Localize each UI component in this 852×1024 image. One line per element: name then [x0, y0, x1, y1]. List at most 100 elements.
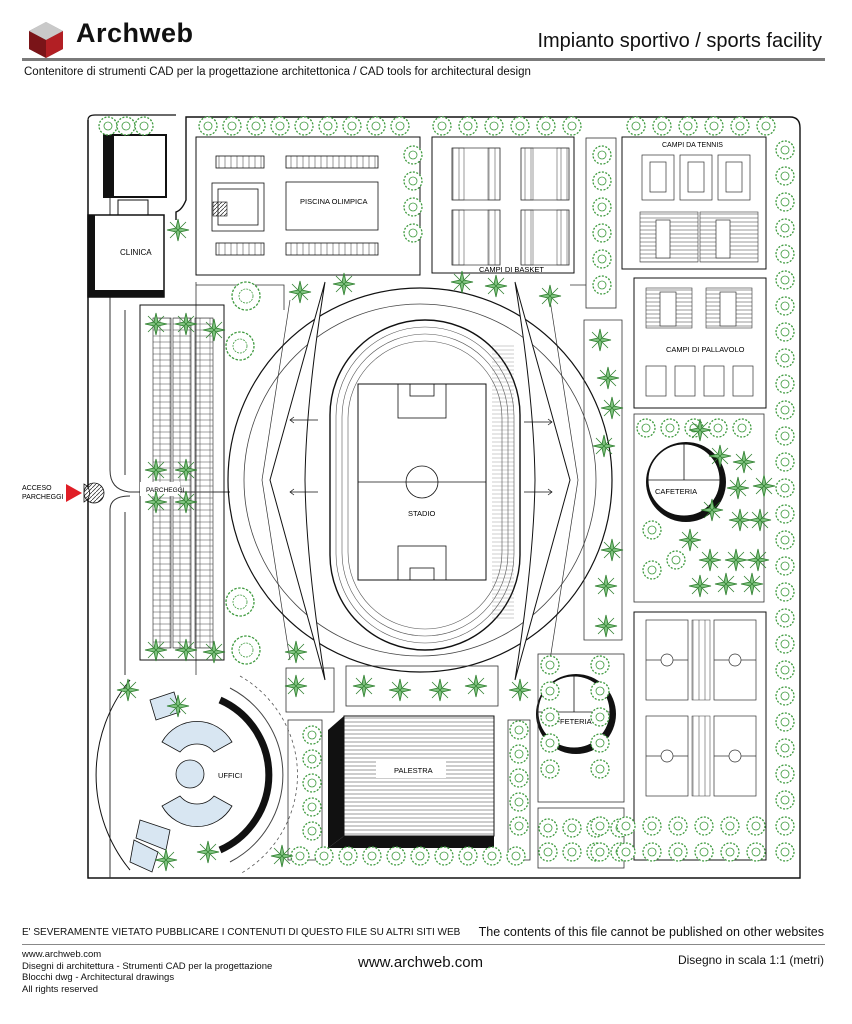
tree-icon: [668, 816, 688, 836]
palm-tree-icon: [752, 474, 776, 498]
tree-icon: [318, 116, 338, 136]
basket-label: CAMPI DI BASKET: [479, 265, 544, 274]
tree-icon: [756, 116, 776, 136]
palm-tree-icon: [428, 678, 452, 702]
palm-tree-icon: [174, 458, 198, 482]
footer-website-link[interactable]: www.archweb.com: [358, 954, 484, 971]
tree-icon: [775, 790, 795, 810]
uffici-building: UFFICI: [95, 675, 298, 875]
tree-icon: [536, 116, 556, 136]
tree-icon: [592, 275, 612, 295]
tree-icon: [590, 707, 610, 727]
tree-icon: [592, 197, 612, 217]
tree-icon: [540, 707, 560, 727]
palm-tree-icon: [592, 434, 616, 458]
tree-icon: [775, 556, 795, 576]
tree-icon: [732, 418, 752, 438]
tree-icon: [540, 681, 560, 701]
tree-icon: [562, 842, 582, 862]
header-divider: [22, 58, 825, 61]
palm-tree-icon: [596, 366, 620, 390]
palm-tree-icon: [588, 328, 612, 352]
palm-tree-icon: [388, 678, 412, 702]
tree-icon: [775, 478, 795, 498]
palm-tree-icon: [270, 844, 294, 868]
palm-tree-icon: [714, 572, 738, 596]
tree-icon: [302, 725, 322, 745]
tree-icon: [616, 816, 636, 836]
footer-credits: www.archweb.com Disegni di architettura …: [22, 949, 272, 995]
access-arrow-icon: [66, 484, 82, 502]
footer-line: Disegni di architettura - Strumenti CAD …: [22, 960, 273, 972]
footer-line: All rights reserved: [22, 983, 99, 995]
footer-line: Blocchi dwg - Architectural drawings: [22, 972, 175, 983]
palm-tree-icon: [678, 528, 702, 552]
palm-tree-icon: [288, 280, 312, 304]
footer-warning-it: E' SEVERAMENTE VIETATO PUBBLICARE I CONT…: [22, 927, 461, 938]
tree-icon: [775, 582, 795, 602]
tree-icon: [509, 792, 529, 812]
tree-icon: [775, 712, 795, 732]
stadio-label: STADIO: [408, 509, 436, 518]
acceso-label-2: PARCHEGGI: [22, 494, 64, 501]
tree-icon: [484, 116, 504, 136]
palm-tree-icon: [594, 614, 618, 638]
palm-tree-icon: [698, 548, 722, 572]
tree-icon: [302, 749, 322, 769]
tree-icon: [590, 759, 610, 779]
tree-icon: [666, 550, 686, 570]
tree-icon: [302, 821, 322, 841]
tree-icon: [775, 348, 795, 368]
palm-tree-icon: [538, 284, 562, 308]
cafeteria-label: CAFETERIA: [655, 487, 697, 496]
tree-icon: [410, 846, 430, 866]
tree-icon: [642, 816, 662, 836]
tree-icon: [775, 322, 795, 342]
tree-icon: [592, 223, 612, 243]
tree-icon: [510, 116, 530, 136]
page-title: Impianto sportivo / sports facility: [537, 30, 822, 52]
palm-tree-icon: [726, 476, 750, 500]
tree-icon: [403, 171, 423, 191]
tree-icon: [540, 759, 560, 779]
palm-tree-icon: [594, 574, 618, 598]
tree-icon: [592, 145, 612, 165]
tree-icon: [775, 842, 795, 862]
tree-icon: [775, 166, 795, 186]
tree-icon: [590, 816, 610, 836]
tree-icon: [775, 426, 795, 446]
tree-icon: [338, 846, 358, 866]
tree-icon: [775, 686, 795, 706]
tree-icon: [775, 296, 795, 316]
tree-icon: [222, 116, 242, 136]
palm-tree-icon: [700, 498, 724, 522]
tree-icon: [540, 733, 560, 753]
tree-icon: [590, 842, 610, 862]
tree-icon: [403, 197, 423, 217]
tree-icon: [746, 816, 766, 836]
tree-icon: [362, 846, 382, 866]
palm-tree-icon: [284, 640, 308, 664]
tree-icon: [704, 116, 724, 136]
palm-tree-icon: [600, 396, 624, 420]
tree-icon: [314, 846, 334, 866]
tree-icon: [775, 452, 795, 472]
palm-tree-icon: [746, 548, 770, 572]
tree-icon: [458, 846, 478, 866]
tree-icon: [509, 744, 529, 764]
cafeteria-upper: CAFETERIA: [646, 442, 726, 522]
footer-line[interactable]: www.archweb.com: [22, 949, 102, 960]
tree-icon: [775, 504, 795, 524]
tree-icon: [590, 655, 610, 675]
palm-tree-icon: [484, 274, 508, 298]
tree-icon: [302, 797, 322, 817]
tree-icon: [294, 116, 314, 136]
tree-icon: [386, 846, 406, 866]
footer-scale: Disegno in scala 1:1 (metri): [677, 953, 824, 967]
tree-icon: [509, 768, 529, 788]
tree-icon: [246, 116, 266, 136]
tree-icon: [509, 816, 529, 836]
palm-tree-icon: [464, 674, 488, 698]
palm-tree-icon: [748, 508, 772, 532]
